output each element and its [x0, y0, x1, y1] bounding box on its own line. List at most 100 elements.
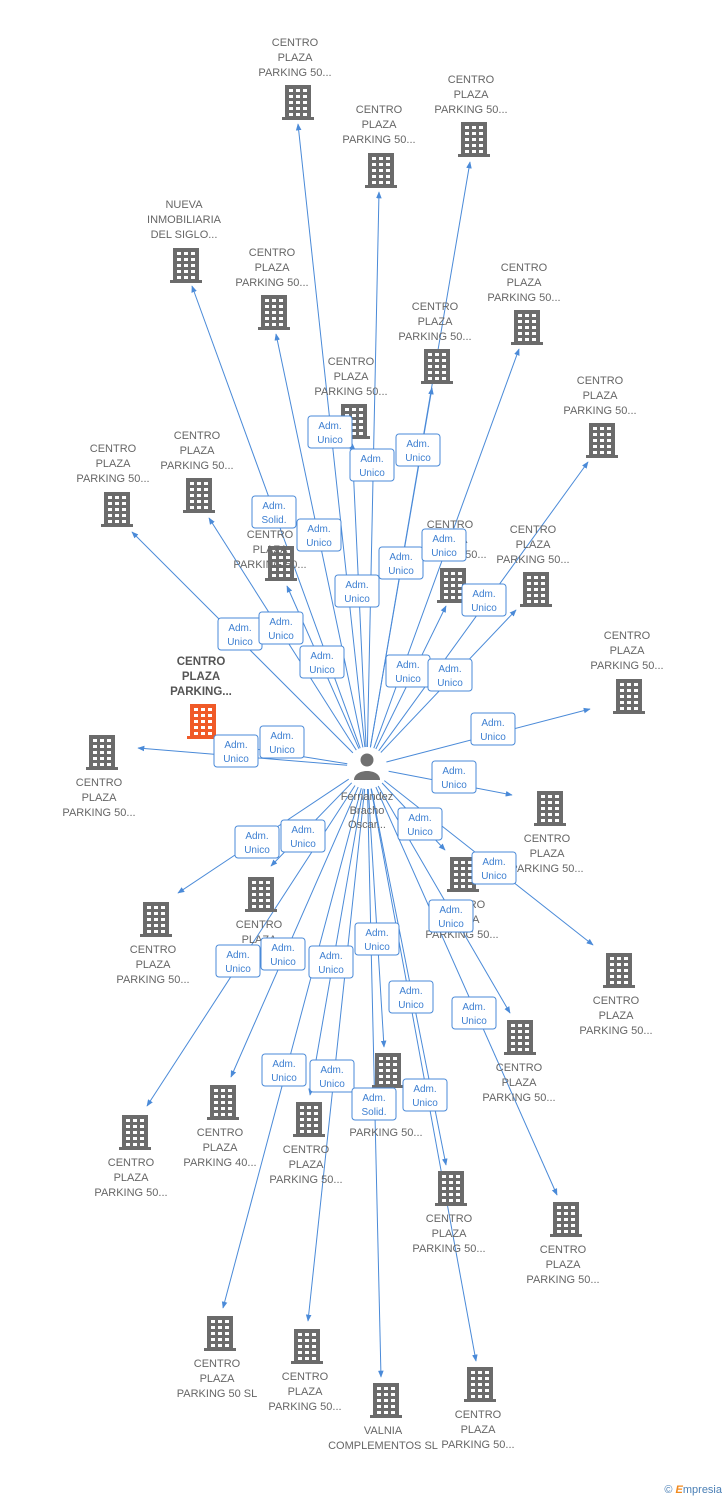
role-badge[interactable]: Adm.Solid.	[251, 495, 297, 529]
person-name: Oscar...	[348, 819, 386, 831]
company-label: DEL SIGLO...	[151, 229, 218, 241]
role-label: Adm.	[307, 524, 330, 535]
role-badge[interactable]: Adm.Unico	[213, 734, 259, 768]
role-badge[interactable]: Adm.Unico	[349, 448, 395, 482]
company-label: PLAZA	[334, 371, 370, 383]
role-label: Unico	[223, 754, 249, 765]
copyright-footer: © Empresia	[664, 1484, 722, 1496]
role-badge[interactable]: Adm.Unico	[280, 819, 326, 853]
role-badge[interactable]: Adm.Unico	[259, 725, 305, 759]
role-badge[interactable]: Adm.Unico	[471, 851, 517, 885]
role-badge[interactable]: Adm.Unico	[308, 945, 354, 979]
role-badge[interactable]: Adm.Unico	[461, 583, 507, 617]
person-node[interactable]: FernandezBrachoOscar...	[341, 753, 394, 832]
role-badge[interactable]: Adm.Unico	[395, 433, 441, 467]
company-label: PLAZA	[610, 645, 646, 657]
role-label: Adm.	[245, 831, 268, 842]
role-badge[interactable]: Adm.Unico	[217, 617, 263, 651]
role-badge[interactable]: Adm.Unico	[354, 922, 400, 956]
company-label: PLAZA	[461, 1424, 497, 1436]
copyright-symbol: ©	[664, 1484, 673, 1496]
company-label: CENTRO	[282, 1371, 329, 1383]
role-badge[interactable]: Adm.Unico	[470, 712, 516, 746]
role-badge[interactable]: Adm.Unico	[431, 760, 477, 794]
role-badge[interactable]: Adm.Unico	[215, 944, 261, 978]
role-badge[interactable]: Adm.Unico	[388, 980, 434, 1014]
role-badge[interactable]: Adm.Unico	[261, 1053, 307, 1087]
person-name: Bracho	[350, 805, 385, 817]
role-badge[interactable]: Adm.Unico	[427, 658, 473, 692]
role-label: Adm.	[438, 664, 461, 675]
role-badge[interactable]: Adm.Unico	[421, 528, 467, 562]
role-label: Unico	[344, 594, 370, 605]
brand-name: mpresia	[682, 1484, 722, 1496]
role-badge[interactable]: Adm. Unico	[234, 825, 280, 859]
company-node-focus[interactable]: CENTROPLAZAPARKING...	[170, 656, 232, 739]
role-badge[interactable]: Adm.Unico	[378, 546, 424, 580]
role-label: Unico	[480, 732, 506, 743]
building-icon	[603, 953, 635, 988]
role-badge[interactable]: Adm.Unico	[260, 937, 306, 971]
role-label: Unico	[268, 631, 294, 642]
company-label: CENTRO	[174, 430, 221, 442]
company-label: PARKING 50...	[349, 1127, 422, 1139]
edge-31	[305, 788, 366, 1322]
building-icon	[187, 704, 219, 739]
company-label: PLAZA	[502, 1077, 538, 1089]
role-label: Adm.	[365, 928, 388, 939]
company-label: PLAZA	[583, 390, 619, 402]
role-badge[interactable]: Adm.Unico	[428, 899, 474, 933]
role-badge[interactable]: Adm.Unico	[307, 415, 353, 449]
role-badge[interactable]: Adm.Unico	[397, 807, 443, 841]
company-node[interactable]: PARKING 50...	[349, 1053, 423, 1139]
building-icon	[119, 1115, 151, 1150]
company-label: CENTRO	[427, 519, 474, 531]
role-badge[interactable]: Adm.Unico	[385, 654, 431, 688]
role-badge[interactable]: Adm.Unico	[299, 645, 345, 679]
role-badge[interactable]: Adm.Unico	[309, 1059, 355, 1093]
brand-initial: E	[675, 1484, 683, 1496]
company-label: VALNIA	[364, 1425, 403, 1437]
role-badge[interactable]: Adm.Unico	[451, 996, 497, 1030]
role-badge[interactable]: Adm.Unico	[258, 611, 304, 645]
role-badge[interactable]: Adm.Unico	[296, 518, 342, 552]
company-label: CENTRO	[356, 104, 403, 116]
role-badge[interactable]: Adm.Solid.	[351, 1087, 397, 1121]
role-label: Adm.	[442, 766, 465, 777]
company-label: NUEVA	[165, 199, 203, 211]
role-label: Unico	[270, 957, 296, 968]
role-badge[interactable]: Adm.Unico	[334, 574, 380, 608]
role-badge[interactable]: Adm.Unico	[402, 1078, 448, 1112]
role-label: Unico	[244, 845, 270, 856]
company-label: PLAZA	[599, 1010, 635, 1022]
company-label: PARKING 50...	[526, 1274, 599, 1286]
